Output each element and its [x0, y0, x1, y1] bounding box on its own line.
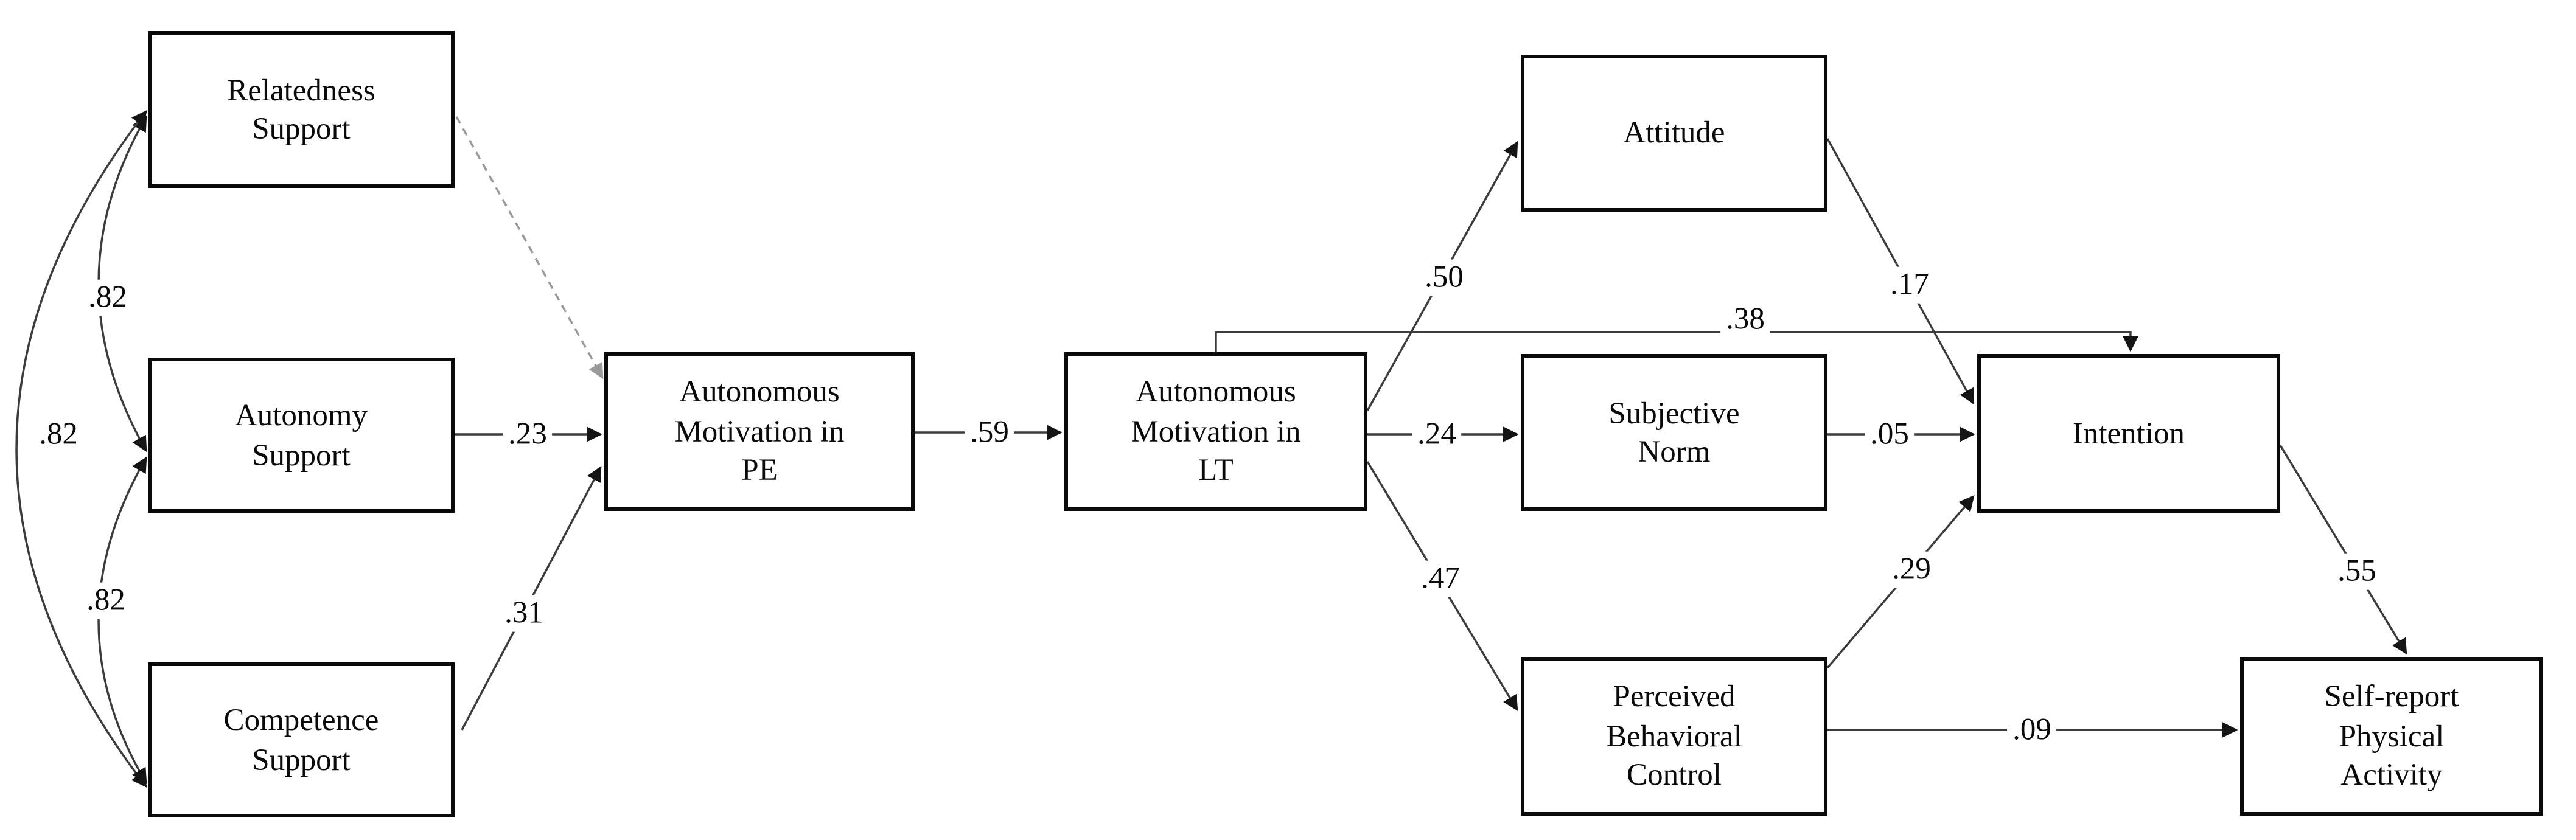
node-attitude: Attitude	[1521, 55, 1827, 212]
coefficient-label-auto-ampe: .23	[503, 416, 553, 453]
edge-amlt_int-path-arrow	[1215, 331, 2138, 352]
coefficient-label-int-spa: .55	[2332, 553, 2382, 589]
edge-rel_ampe-path-arrow	[455, 116, 604, 380]
coefficient-label-pbc-spa: .09	[2007, 712, 2057, 748]
coefficient-label-auto-comp: .82	[81, 582, 131, 619]
node-autonomy: Autonomy Support	[148, 358, 455, 513]
coefficient-label-amlt-att: .50	[1419, 259, 1469, 296]
coefficient-label-amlt-pbc: .47	[1415, 560, 1465, 597]
edge-int_spa-path-arrow	[2279, 445, 2407, 655]
edge-auto_comp-correlation-arc	[97, 456, 147, 785]
node-am-lt: Autonomous Motivation in LT	[1064, 352, 1367, 511]
node-am-pe: Autonomous Motivation in PE	[604, 352, 915, 511]
node-intention: Intention	[1977, 354, 2280, 513]
coefficient-label-rel-comp: .82	[33, 416, 83, 453]
node-relatedness: Relatedness Support	[148, 31, 455, 188]
coefficient-label-pbc-int: .29	[1887, 551, 1936, 588]
node-pbc: Perceived Behavioral Control	[1521, 657, 1827, 816]
node-self-report: Self-report Physical Activity	[2240, 657, 2543, 816]
node-competence: Competence Support	[148, 662, 455, 817]
coefficient-label-amlt-int: .38	[1720, 301, 1770, 338]
coefficient-label-att-int: .17	[1885, 266, 1935, 303]
coefficient-label-ampe-amlt: .59	[965, 414, 1014, 451]
coefficient-label-sn-int: .05	[1865, 416, 1915, 453]
node-subj-norm: Subjective Norm	[1521, 354, 1827, 511]
edge-rel_comp-correlation-arc	[15, 109, 147, 788]
coefficient-label-comp-ampe: .31	[499, 595, 549, 631]
coefficient-label-rel-auto: .82	[83, 279, 133, 316]
coefficient-label-amlt-sn: .24	[1412, 416, 1462, 453]
